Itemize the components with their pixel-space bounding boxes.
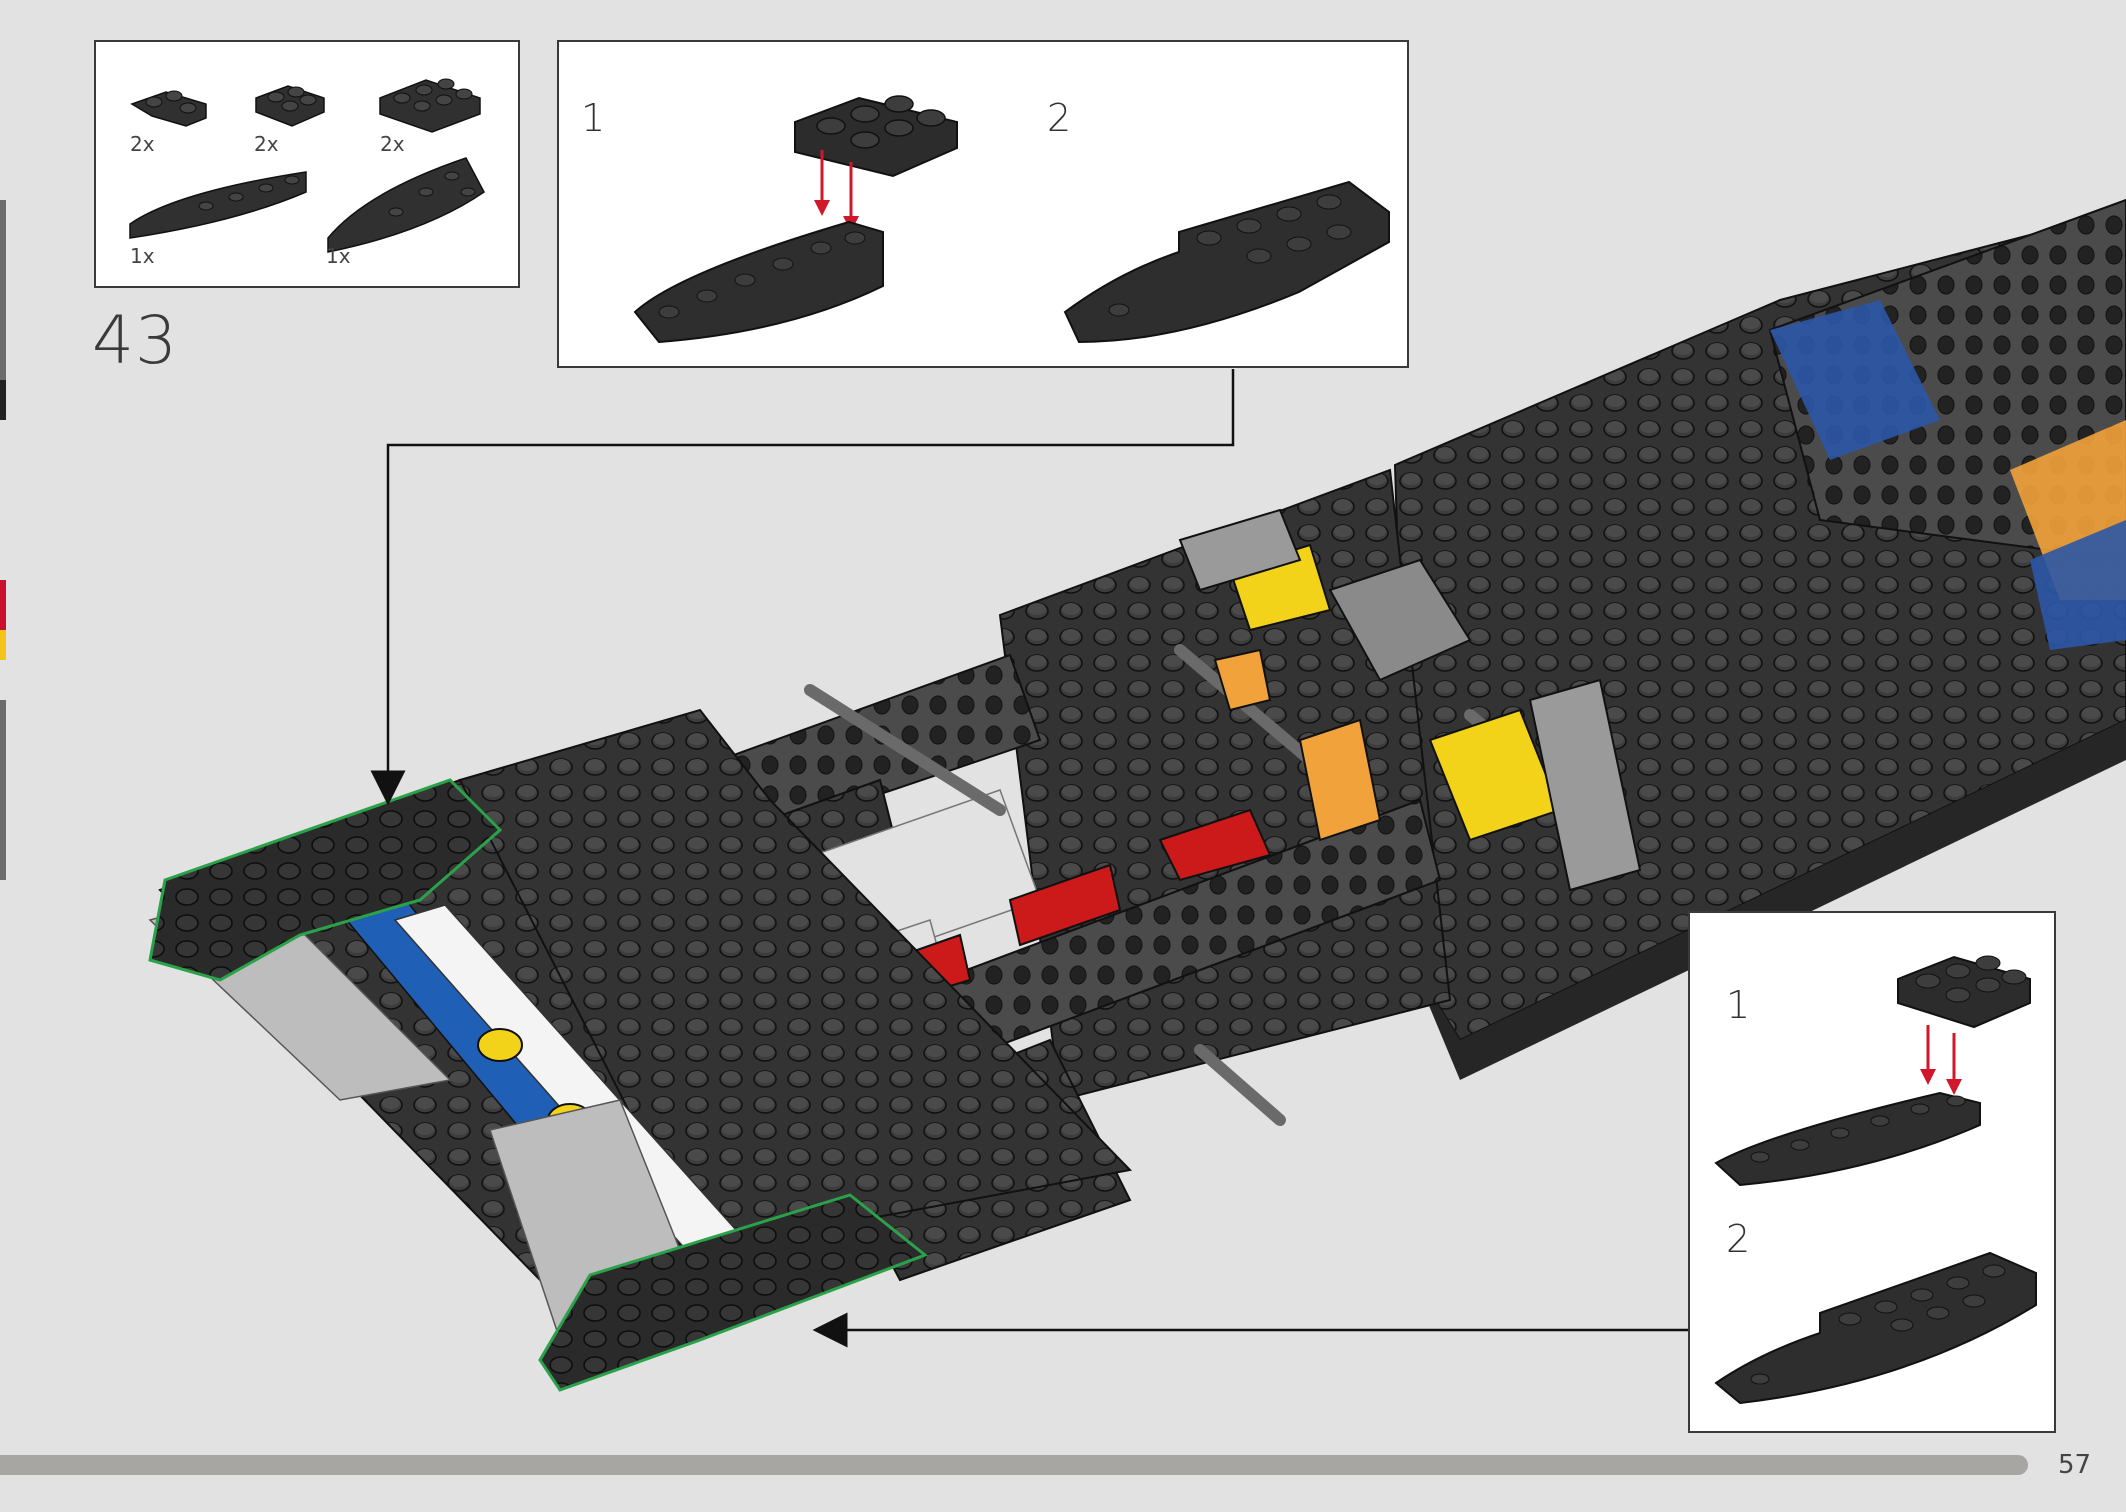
callout-bottom-illustration <box>1714 955 2037 1405</box>
callout-top-panel: 1 2 <box>557 40 1409 368</box>
callout-bottom-panel: 1 2 <box>1688 911 2056 1433</box>
progress-bar <box>0 1455 2028 1475</box>
wedge-plate-right-icon <box>327 157 485 253</box>
callout-top-substep-2: 2 <box>1047 96 1072 140</box>
parts-list-illustrations <box>129 78 485 253</box>
parts-qty-4: 1x <box>130 244 155 268</box>
parts-qty-5: 1x <box>326 244 351 268</box>
side-color-tab <box>0 200 6 880</box>
parts-list-panel: 2x 2x 2x 1x 1x <box>94 40 520 288</box>
callout-top-illustration <box>633 95 1390 344</box>
page-number: 57 <box>2058 1450 2092 1480</box>
parts-qty-3: 2x <box>380 132 405 156</box>
callout-bottom-substep-2: 2 <box>1726 1217 1751 1261</box>
wedge-plate-left-icon <box>129 171 307 239</box>
callout-top-substep-1: 1 <box>581 96 606 140</box>
plate-2x3-icon <box>379 78 481 133</box>
plate-2x2-icon <box>255 85 325 127</box>
parts-qty-1: 2x <box>130 132 155 156</box>
callout-bottom-substep-1: 1 <box>1726 983 1751 1027</box>
plate-2x2-corner-icon <box>130 90 207 127</box>
step-number: 43 <box>92 302 178 379</box>
parts-qty-2: 2x <box>254 132 279 156</box>
